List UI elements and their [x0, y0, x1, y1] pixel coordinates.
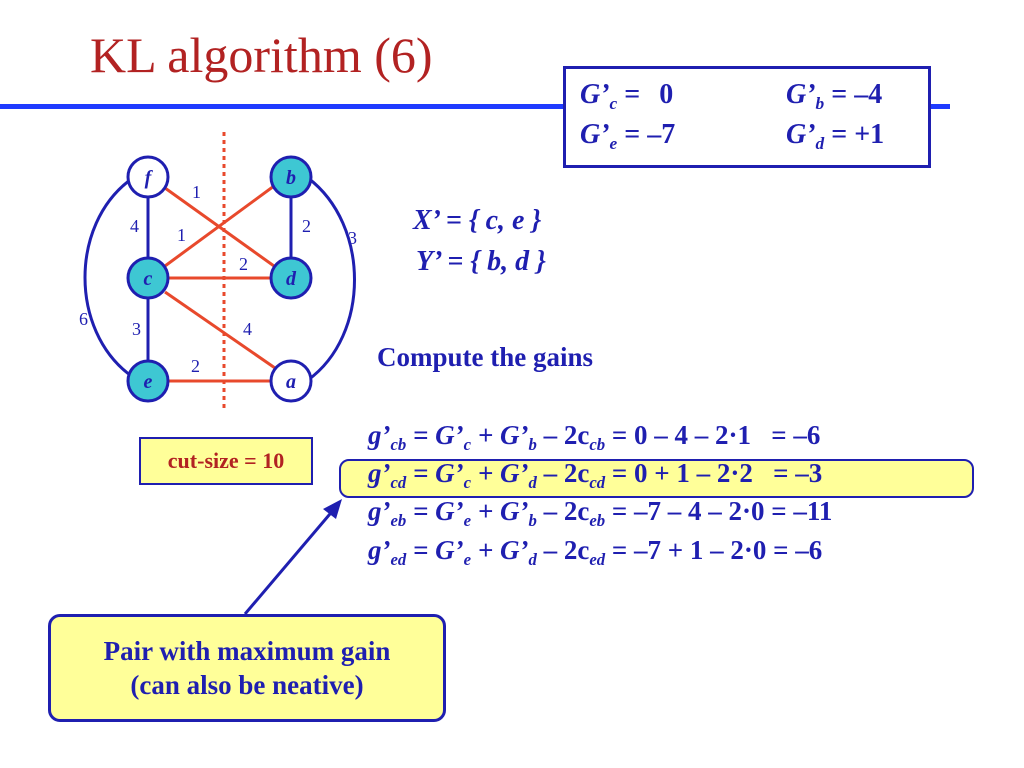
node-c-label: c [144, 268, 153, 290]
set-x: X’ = { c, e } [413, 205, 542, 236]
arrow-head [323, 499, 342, 519]
gain-e: G’e = –7 [580, 119, 676, 154]
set-y: Y’ = { b, d } [416, 246, 546, 277]
weight-c-e: 3 [132, 319, 141, 339]
weight-c-b: 1 [177, 225, 186, 245]
weight-f-c: 4 [130, 216, 139, 236]
callout-line-2: (can also be neative) [130, 670, 364, 700]
callout-arrow [243, 507, 337, 615]
node-f-label: f [145, 167, 154, 189]
edge-b-a [307, 176, 356, 382]
gain-row-ed: g’ed = G’e + G’d – 2ced = –7 + 1 – 2·0 =… [368, 535, 823, 569]
weight-c-a: 4 [243, 319, 252, 339]
node-b: b [269, 155, 313, 199]
node-a-label: a [286, 371, 296, 393]
edge-f-e [83, 178, 131, 377]
weight-e-a: 2 [191, 356, 200, 376]
weight-c-d: 2 [239, 254, 248, 274]
weight-f-d: 1 [192, 182, 201, 202]
gain-b: G’b = –4 [786, 79, 883, 114]
cut-size-label: cut-size = 10 [167, 448, 285, 473]
max-gain-highlight [339, 459, 974, 498]
node-d: d [269, 256, 313, 300]
weight-f-e: 6 [79, 309, 88, 329]
weight-b-a: 3 [348, 228, 357, 248]
title-rule [0, 104, 950, 109]
cut-size-box: cut-size = 10 [139, 437, 313, 485]
node-d-label: d [286, 268, 297, 290]
node-c: c [126, 256, 170, 300]
gain-row-cb: g’cb = G’c + G’b – 2ccb = 0 – 4 – 2·1 = … [368, 420, 821, 454]
weight-b-d: 2 [302, 216, 311, 236]
node-f: f [126, 155, 170, 199]
node-e-label: e [144, 371, 153, 393]
compute-label: Compute the gains [377, 342, 594, 372]
node-a: a [269, 359, 313, 403]
gain-row-eb: g’eb = G’e + G’b – 2ceb = –7 – 4 – 2·0 =… [368, 496, 833, 530]
node-e: e [126, 359, 170, 403]
gain-c: G’c = 0 [580, 79, 674, 114]
edge-c-a [164, 290, 276, 370]
gain-row-cd: g’cd = G’c + G’d – 2ccd = 0 + 1 – 2·2 = … [368, 458, 823, 492]
max-gain-callout: Pair with maximum gain (can also be neat… [48, 614, 446, 722]
node-b-label: b [286, 167, 296, 189]
slide-title: KL algorithm (6) [90, 27, 433, 83]
gain-summary-box: G’c = 0 G’b = –4 G’e = –7 G’d = +1 [563, 66, 931, 168]
edge-c-b [164, 184, 275, 268]
callout-line-1: Pair with maximum gain [103, 636, 391, 666]
gain-d: G’d = +1 [786, 119, 885, 154]
